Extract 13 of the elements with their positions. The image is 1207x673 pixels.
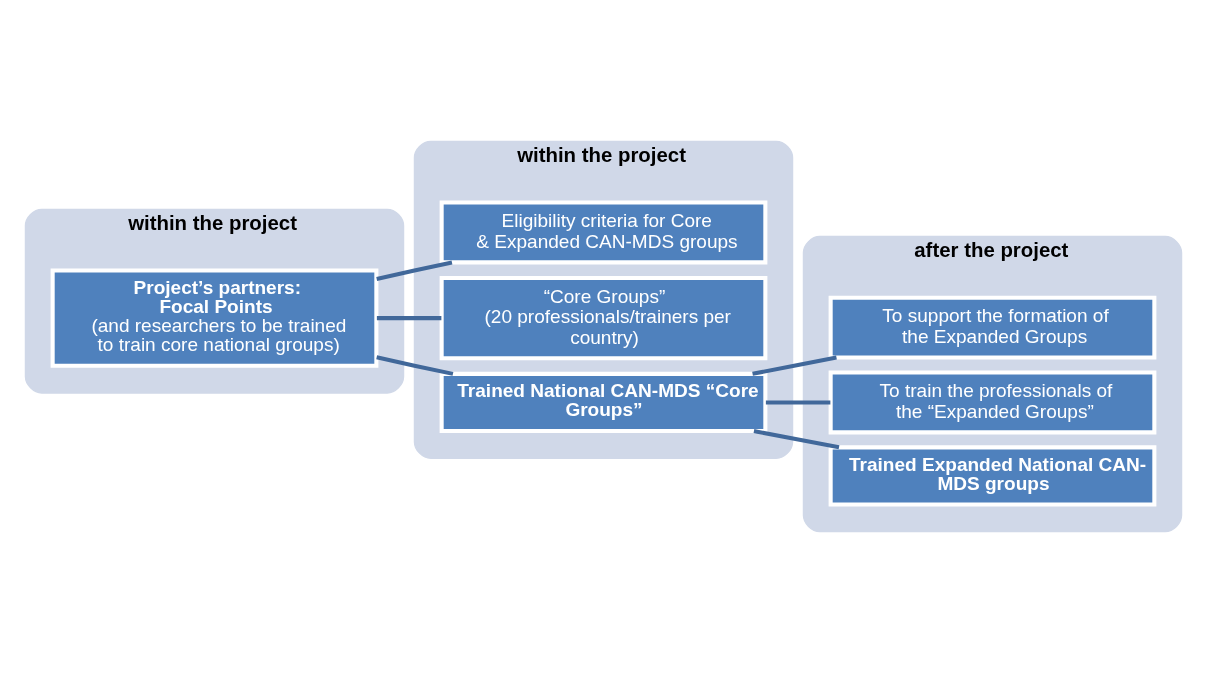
node-box: Eligibility criteria for Core & Expanded CAN-MDS groups xyxy=(439,200,768,265)
connector xyxy=(376,355,454,376)
node-box: Project’s partners: Focal Points (and researchers to be trained to train core national groups) xyxy=(50,268,379,368)
node-box: To support the formation of the Expanded Groups xyxy=(828,295,1157,360)
node-box: To train the professionals of the “Expanded Groups” xyxy=(828,370,1157,435)
node-box: Trained National CAN-MDS “Core Groups” xyxy=(439,371,768,434)
connector xyxy=(376,316,442,321)
connector xyxy=(752,355,837,376)
connector xyxy=(376,260,453,282)
node-box: “Core Groups” (20 professionals/trainers per country) xyxy=(439,275,768,361)
node-box: Trained Expanded National CAN-MDS groups xyxy=(828,445,1157,507)
connector xyxy=(765,400,831,405)
connector xyxy=(753,429,840,450)
